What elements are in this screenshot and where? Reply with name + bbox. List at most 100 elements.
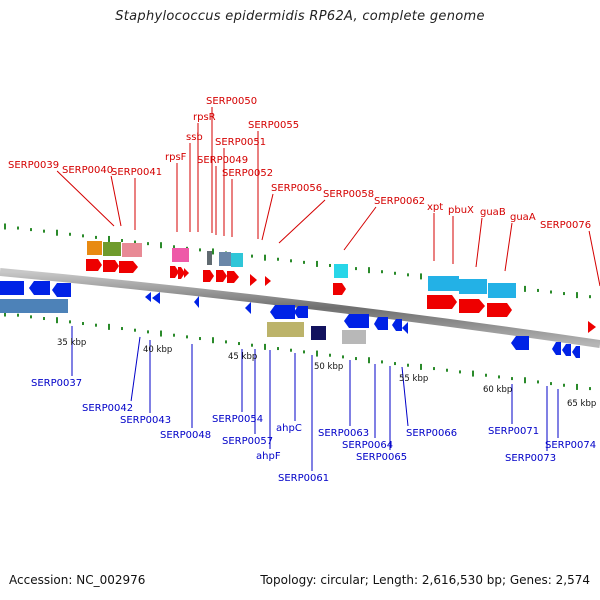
forward-gene[interactable] [227, 271, 239, 283]
gene-label-top[interactable]: rpsF [165, 152, 187, 163]
gene-label-bottom[interactable]: SERP0071 [488, 426, 539, 437]
inner-tick [121, 327, 123, 331]
gene-label-bottom[interactable]: ahpC [276, 423, 302, 434]
forward-gene[interactable] [203, 270, 214, 282]
gene-label-bottom[interactable]: SERP0042 [82, 403, 133, 414]
reverse-gene[interactable] [552, 342, 561, 355]
inner-tick [108, 323, 110, 330]
gene-label-top[interactable]: SERP0040 [62, 165, 113, 176]
gene-label-top[interactable]: SERP0051 [215, 137, 266, 148]
feature-block[interactable] [207, 251, 212, 265]
feature-block[interactable] [0, 299, 68, 313]
inner-tick [524, 377, 526, 384]
gene-label-bottom[interactable]: SERP0074 [545, 440, 596, 451]
feature-block[interactable] [231, 253, 243, 267]
outer-tick [303, 260, 305, 264]
callout-line [110, 175, 122, 227]
reverse-gene[interactable] [572, 346, 580, 358]
forward-gene[interactable] [427, 295, 457, 309]
feature-block[interactable] [219, 252, 231, 266]
gene-label-top[interactable]: SERP0049 [197, 155, 248, 166]
gene-label-top[interactable]: SERP0055 [248, 120, 299, 131]
reverse-gene[interactable] [0, 281, 24, 295]
gene-label-top[interactable]: pbuX [448, 205, 474, 216]
gene-label-bottom[interactable]: SERP0037 [31, 378, 82, 389]
gene-label-top[interactable]: SERP0056 [271, 183, 322, 194]
reverse-genes [0, 281, 580, 358]
gene-label-top[interactable]: SERP0041 [111, 167, 162, 178]
outer-tick [420, 273, 422, 280]
feature-block[interactable] [122, 243, 142, 257]
gene-label-top[interactable]: SERP0050 [206, 96, 257, 107]
forward-gene[interactable] [86, 259, 102, 271]
reverse-gene[interactable] [270, 305, 295, 319]
inner-tick [329, 353, 331, 357]
forward-gene[interactable] [265, 276, 271, 286]
gene-label-top[interactable]: SERP0062 [374, 196, 425, 207]
reverse-gene[interactable] [29, 281, 50, 295]
forward-gene[interactable] [119, 261, 138, 273]
gene-label-bottom[interactable]: SERP0048 [160, 430, 211, 441]
feature-block[interactable] [459, 279, 487, 294]
gene-label-bottom[interactable]: SERP0054 [212, 414, 263, 425]
feature-block[interactable] [334, 264, 348, 278]
gene-label-top[interactable]: SERP0076 [540, 220, 591, 231]
reverse-gene[interactable] [294, 306, 308, 318]
cog-feature-blocks-lower [0, 299, 366, 344]
reverse-gene[interactable] [245, 302, 251, 314]
forward-gene[interactable] [459, 299, 485, 313]
reverse-gene[interactable] [392, 319, 402, 331]
reverse-gene[interactable] [194, 296, 199, 308]
gene-label-top[interactable]: SERP0039 [8, 160, 59, 171]
forward-gene[interactable] [487, 303, 512, 317]
inner-tick [472, 370, 474, 377]
gene-label-bottom[interactable]: SERP0064 [342, 440, 393, 451]
inner-tick [342, 355, 344, 359]
feature-block[interactable] [488, 283, 516, 298]
reverse-gene[interactable] [344, 314, 369, 328]
forward-gene[interactable] [178, 267, 185, 279]
gene-label-bottom[interactable]: ahpF [256, 451, 281, 462]
reverse-gene[interactable] [402, 322, 408, 334]
reverse-gene[interactable] [511, 336, 529, 350]
feature-block[interactable] [267, 322, 304, 337]
gene-label-top[interactable]: guaB [480, 207, 506, 218]
forward-gene[interactable] [250, 274, 257, 286]
cog-feature-blocks-upper [87, 241, 516, 298]
outer-tick [17, 226, 19, 230]
gene-label-bottom[interactable]: SERP0043 [120, 415, 171, 426]
kbp-scale-label: 65 kbp [567, 399, 596, 409]
gene-label-top[interactable]: xpt [427, 202, 443, 213]
reverse-gene[interactable] [374, 317, 388, 330]
reverse-gene[interactable] [145, 292, 151, 302]
gene-label-top[interactable]: rpsR [193, 112, 216, 123]
feature-block[interactable] [428, 276, 459, 291]
reverse-gene[interactable] [152, 292, 160, 304]
forward-gene[interactable] [333, 283, 346, 295]
gene-label-top[interactable]: ssb [186, 132, 203, 143]
outer-tick [524, 285, 526, 292]
gene-label-bottom[interactable]: SERP0066 [406, 428, 457, 439]
gene-label-top[interactable]: guaA [510, 212, 536, 223]
gene-label-bottom[interactable]: SERP0057 [222, 436, 273, 447]
gene-label-bottom[interactable]: SERP0073 [505, 453, 556, 464]
gene-label-top[interactable]: SERP0058 [323, 189, 374, 200]
feature-block[interactable] [172, 248, 189, 262]
feature-block[interactable] [87, 241, 102, 255]
gene-label-bottom[interactable]: SERP0065 [356, 452, 407, 463]
forward-gene[interactable] [103, 260, 119, 272]
gene-label-top[interactable]: SERP0052 [222, 168, 273, 179]
outer-tick [563, 292, 565, 296]
gene-label-bottom[interactable]: SERP0061 [278, 473, 329, 484]
reverse-gene[interactable] [52, 283, 71, 297]
feature-block[interactable] [311, 326, 326, 340]
forward-gene[interactable] [216, 270, 227, 282]
feature-block[interactable] [103, 242, 121, 256]
reverse-gene[interactable] [562, 344, 571, 356]
forward-gene[interactable] [588, 321, 596, 333]
outer-tick [147, 242, 149, 246]
feature-block[interactable] [342, 330, 366, 344]
forward-gene[interactable] [170, 266, 179, 278]
forward-gene[interactable] [184, 268, 189, 278]
gene-label-bottom[interactable]: SERP0063 [318, 428, 369, 439]
